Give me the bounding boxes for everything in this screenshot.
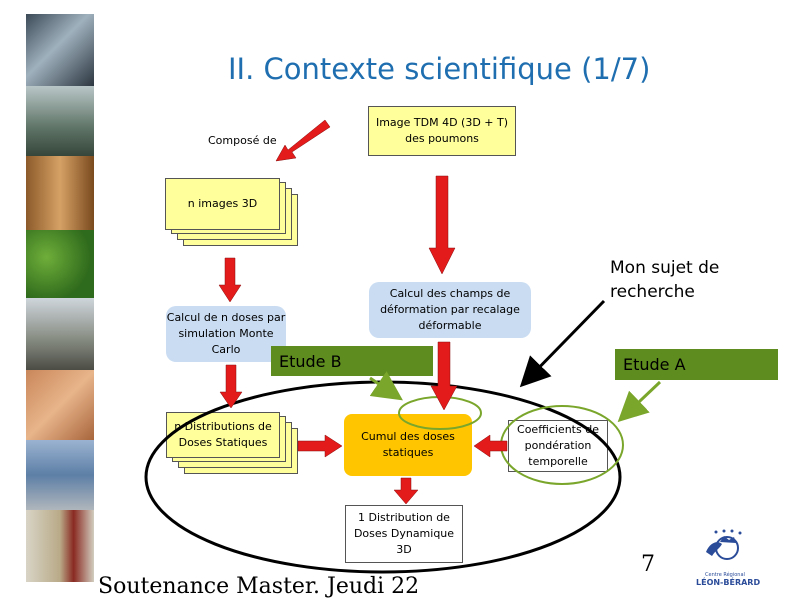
coefficients-to-cumul-arrow [473, 434, 508, 458]
tdm-to-champs-arrow [428, 175, 456, 275]
photo-building [26, 86, 94, 156]
photo-statues [26, 156, 94, 230]
coefficients-box: Coefficients de pondération temporelle [508, 420, 608, 472]
mon-sujet-label: Mon sujet de recherche [610, 258, 720, 302]
distributions-to-cumul-arrow [297, 434, 343, 458]
lion-emblem-icon [706, 529, 742, 560]
calcul-doses-box: Calcul de n doses par simulation Monte C… [166, 306, 286, 362]
logo-line-2: LÉON-BÉRARD [696, 578, 761, 587]
images-to-doses-arrow [218, 257, 242, 303]
page-number: 7 [641, 552, 655, 577]
image-tdm-box: Image TDM 4D (3D + T) des poumons [368, 106, 516, 156]
distributions-box: n Distributions de Doses Statiques [166, 412, 280, 458]
doses-to-distributions-arrow [219, 364, 243, 409]
footer-text: Soutenance Master. Jeudi 22 [98, 574, 420, 599]
compose-arrow [275, 119, 331, 162]
n-images-box: n images 3D [165, 178, 280, 230]
study-scope-ellipse [144, 380, 622, 574]
centre-leon-berard-logo: Centre Régional LÉON-BÉRARD [696, 528, 761, 594]
photo-glass-roof [26, 14, 94, 86]
etude-b-label: Etude B [271, 346, 433, 376]
etude-b-arrow [369, 371, 403, 401]
cumul-box: Cumul des doses statiques [344, 414, 472, 476]
slide-title: II. Contexte scientifique (1/7) [228, 52, 651, 86]
distribution-dynamique-box: 1 Distribution de Doses Dynamique 3D [345, 505, 463, 563]
calcul-champs-box: Calcul des champs de déformation par rec… [369, 282, 531, 338]
photo-corridor [26, 510, 94, 582]
etude-a-arrow [617, 380, 662, 423]
cumul-to-dynamique-arrow [393, 477, 419, 505]
mon-sujet-arrow [519, 299, 606, 388]
logo-line-1: Centre Régional [705, 572, 745, 578]
photo-relief [26, 370, 94, 440]
compose-label: Composé de [208, 134, 277, 147]
photo-cafeteria [26, 298, 94, 370]
photo-leaves [26, 230, 94, 298]
champs-to-cumul-arrow [430, 341, 458, 411]
photo-pyramid [26, 440, 94, 510]
etude-a-label: Etude A [615, 349, 778, 380]
